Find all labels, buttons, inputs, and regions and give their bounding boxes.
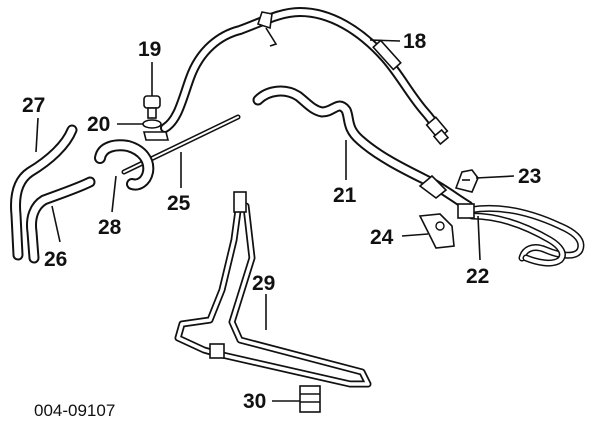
leader-28 — [111, 175, 117, 213]
callout-24: 24 — [370, 226, 394, 249]
callout-30: 30 — [243, 390, 266, 413]
callout-22: 22 — [466, 265, 489, 288]
callout-27: 27 — [22, 94, 45, 117]
callout-29: 29 — [252, 272, 275, 295]
callout-20: 20 — [87, 113, 110, 136]
callout-26: 26 — [44, 248, 67, 271]
leader-26 — [51, 205, 61, 243]
part-30-clip — [299, 385, 321, 413]
leader-lines — [35, 39, 515, 402]
part-20-sealing-washer — [142, 119, 170, 141]
part-29-cooler-tube — [174, 191, 372, 388]
callout-labels: 18 19 20 21 22 23 24 25 26 27 28 29 30 — [22, 30, 541, 413]
document-id: 004-09107 — [34, 401, 115, 420]
leader-23 — [475, 175, 515, 179]
leader-24 — [401, 233, 429, 237]
callout-23: 23 — [518, 165, 541, 188]
leader-22 — [477, 215, 481, 261]
part-19-banjo-bolt — [143, 95, 161, 119]
part-27-return-hose — [10, 124, 78, 261]
part-22-cooler-line — [457, 203, 585, 267]
part-21-return-line — [252, 85, 474, 212]
part-26-hose — [26, 176, 96, 264]
part-28-curved-hose — [94, 139, 155, 191]
leader-18 — [369, 39, 401, 42]
part-18-pressure-hose — [160, 7, 450, 146]
part-23-clamp — [454, 169, 479, 193]
part-24-bracket — [418, 213, 455, 249]
leader-27 — [35, 117, 39, 153]
callout-18: 18 — [403, 30, 427, 53]
callout-25: 25 — [167, 192, 191, 215]
callout-28: 28 — [98, 216, 122, 239]
callout-19: 19 — [138, 38, 161, 61]
callout-21: 21 — [333, 184, 357, 207]
